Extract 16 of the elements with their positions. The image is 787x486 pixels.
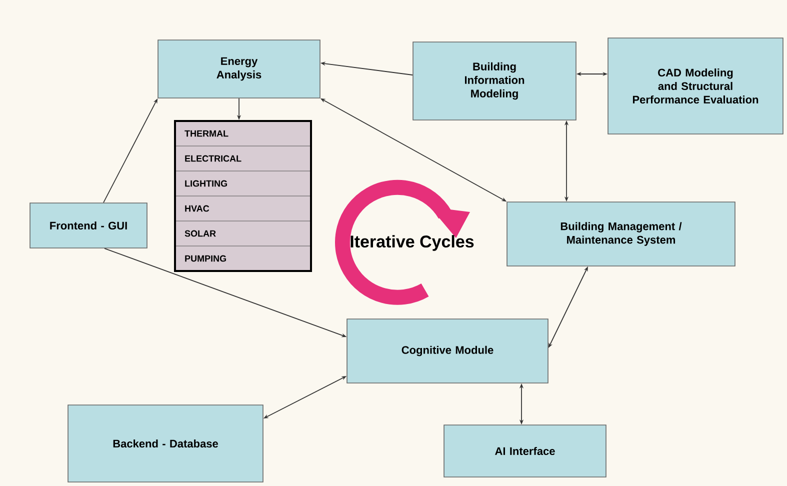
table-row: ELECTRICAL: [185, 155, 242, 162]
category-table: [174, 120, 312, 272]
process-box: AI Interface: [444, 424, 606, 478]
table-row: SOLAR: [184, 230, 216, 237]
process-box: Building Management / Maintenance System: [506, 202, 736, 266]
process-box: Backend - Database: [68, 404, 264, 482]
table-row: PUMPING: [185, 255, 226, 262]
table-row: LIGHTING: [185, 180, 227, 187]
process-box: CAD Modeling and Structural Performance Evaluation: [608, 38, 784, 134]
process-box: Energy Analysis: [158, 40, 320, 98]
process-box: Cognitive Module: [346, 318, 548, 384]
process-box: Frontend - GUI: [30, 202, 148, 248]
cycle-label: Iterative Cycles: [350, 235, 474, 251]
process-box: Building Information Modeling: [412, 42, 576, 120]
table-row: HVAC: [185, 205, 210, 212]
table-row: THERMAL: [184, 130, 228, 137]
